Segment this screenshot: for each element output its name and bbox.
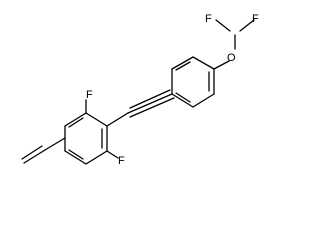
atom-f-top-right: F [252, 13, 259, 25]
bond-o-ring [213, 60, 230, 70]
vinyl-bond [44, 137, 66, 151]
ring1-inner-double [68, 117, 84, 128]
bond-f-c-left [215, 19, 231, 32]
ring1-inner-double [68, 149, 84, 160]
ring2-bond [171, 93, 194, 108]
ring2-bond [192, 93, 215, 108]
atom-f-ring-top: F [86, 89, 93, 101]
atom-f-ring-bottom: F [118, 155, 125, 167]
alkyne-bond [129, 89, 171, 109]
atom-f-top-left: F [205, 13, 212, 25]
bond-ring-alkyne [106, 112, 129, 127]
ring2-inner-double [175, 61, 191, 71]
ring1-bond [64, 112, 87, 127]
ring1-bond [64, 150, 87, 165]
bond-f-c-right [239, 19, 255, 32]
vinyl-double-bond [23, 149, 46, 164]
vinyl-double-bond [21, 145, 43, 160]
ring1-bond [85, 112, 108, 127]
alkyne-bond [129, 97, 175, 118]
molecule-structure: F F O F F [21, 13, 259, 167]
ring2-bond [171, 56, 194, 70]
alkyne-bond [127, 93, 173, 114]
ring2-bond [192, 56, 215, 70]
ring1-bond [85, 150, 108, 165]
atom-o-ether: O [227, 52, 236, 64]
ring2-inner-double [175, 92, 191, 103]
bond-ring-f-bottom [106, 150, 119, 159]
